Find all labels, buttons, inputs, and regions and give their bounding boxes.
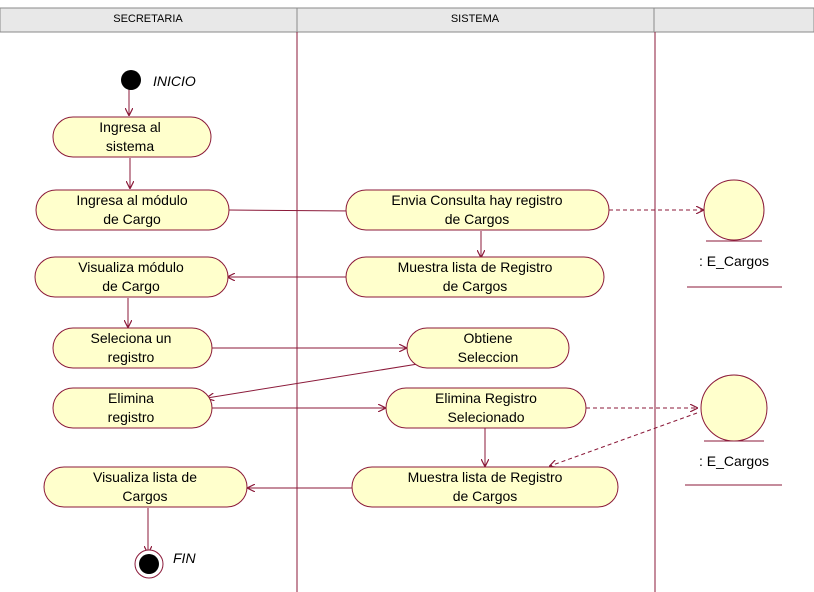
- activity-label: de Cargos: [443, 278, 508, 294]
- activity-envia-consulta: Envia Consulta hay registro de Cargos: [345, 189, 610, 231]
- activity-label: Elimina Registro: [435, 390, 537, 406]
- activity-label: Muestra lista de Registro: [398, 259, 553, 275]
- activity-label: de Cargos: [445, 211, 510, 227]
- start-node: INICIO: [121, 70, 196, 90]
- activity-label: Envia Consulta hay registro: [391, 192, 562, 208]
- end-node: FIN: [134, 549, 196, 579]
- entity-label: : E_Cargos: [699, 453, 769, 469]
- activity-muestra-lista-1: Muestra lista de Registro de Cargos: [345, 256, 605, 298]
- activity-label: Ingresa al módulo: [76, 192, 188, 208]
- entity-e-cargos-2: : E_Cargos: [685, 374, 782, 486]
- activity-label: sistema: [106, 138, 154, 154]
- activity-visualiza-modulo: Visualiza módulo de Cargo: [34, 256, 229, 298]
- flow-modulo-to-consulta: [227, 210, 354, 211]
- activity-label: Cargos: [122, 488, 167, 504]
- activity-obtiene: Obtiene Seleccion: [406, 327, 570, 369]
- activity-elimina: Elimina registro: [52, 387, 213, 429]
- connectors: [128, 87, 703, 553]
- activity-label: Visualiza lista de: [93, 469, 197, 485]
- entity-e-cargos-1: : E_Cargos: [687, 179, 782, 288]
- activity-ingresa-modulo: Ingresa al módulo de Cargo: [35, 189, 230, 231]
- activity-label: Elimina: [108, 390, 154, 406]
- flow-entity-to-muestra2: [550, 412, 698, 466]
- activity-label: de Cargo: [103, 211, 161, 227]
- activity-label: Ingresa al: [99, 119, 160, 135]
- activity-visualiza-lista: Visualiza lista de Cargos: [43, 466, 248, 508]
- start-label: INICIO: [153, 73, 196, 89]
- lane-title-sistema: SISTEMA: [451, 13, 500, 25]
- end-label: FIN: [173, 550, 196, 566]
- entity-label: : E_Cargos: [699, 253, 769, 269]
- activity-label: Obtiene: [463, 330, 512, 346]
- activity-ingresa-sistema: Ingresa al sistema: [52, 116, 212, 158]
- flow-obtiene-to-elimina: [207, 362, 425, 398]
- activity-label: de Cargos: [453, 488, 518, 504]
- activity-muestra-lista-2: Muestra lista de Registro de Cargos: [351, 466, 619, 508]
- activity-label: Muestra lista de Registro: [408, 469, 563, 485]
- activity-selecciona: Seleciona un registro: [52, 327, 213, 369]
- lane-title-secretaria: SECRETARIA: [113, 13, 183, 25]
- activity-elimina-registro: Elimina Registro Selecionado: [385, 387, 587, 429]
- activity-label: de Cargo: [102, 278, 160, 294]
- activity-label: registro: [108, 409, 155, 425]
- activity-label: registro: [108, 349, 155, 365]
- activity-label: Seleccion: [458, 349, 519, 365]
- activity-label: Seleciona un: [91, 330, 172, 346]
- swimlane-header: SECRETARIA SISTEMA: [0, 7, 814, 33]
- activity-label: Visualiza módulo: [78, 259, 184, 275]
- activity-label: Selecionado: [447, 409, 524, 425]
